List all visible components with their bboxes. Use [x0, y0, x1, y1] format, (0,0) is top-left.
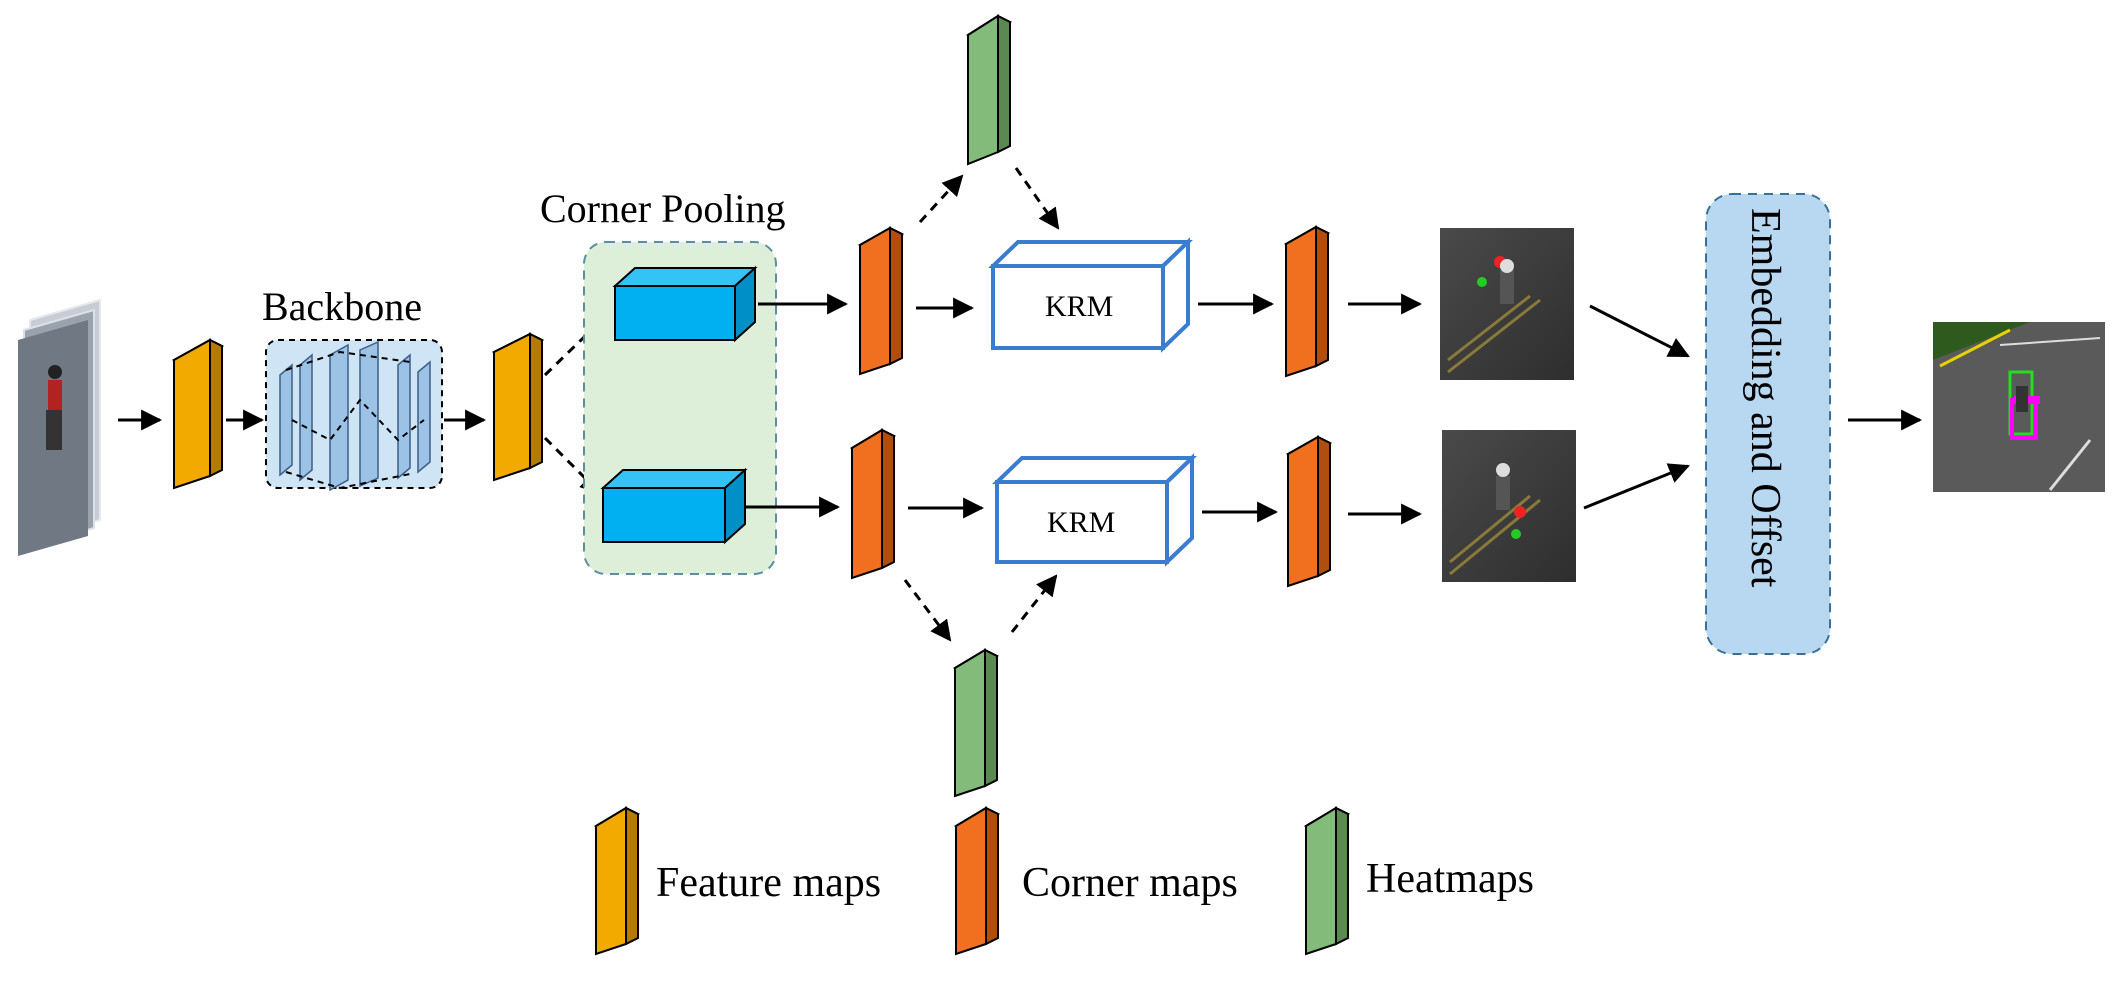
legend: Feature maps Corner maps Heatmaps [593, 806, 1534, 956]
corner-map-top [857, 226, 905, 376]
corner-map-top-2 [1283, 225, 1331, 378]
legend-swatch-heatmaps [1303, 806, 1351, 956]
corner-pooling-label: Corner Pooling [540, 186, 786, 231]
krm-top-label: KRM [1045, 290, 1113, 323]
output-image [1933, 322, 2105, 492]
backbone-block [265, 339, 443, 492]
corner-map-bottom-2 [1285, 435, 1333, 588]
legend-label-corner-maps: Corner maps [1022, 860, 1238, 906]
legend-label-feature-maps: Feature maps [656, 860, 881, 906]
corner-pooling-region [583, 241, 777, 575]
heatmap-bottom [952, 648, 1000, 798]
legend-swatch-feature-maps [593, 806, 641, 956]
input-image [18, 298, 101, 556]
embedding-offset-block [1705, 193, 1831, 655]
embedding-offset-label: Embedding and Offset [1742, 208, 1788, 588]
legend-label-heatmaps: Heatmaps [1366, 856, 1534, 902]
detection-thumbnail-top [1440, 228, 1574, 380]
feature-map-2 [491, 332, 545, 482]
detection-thumbnail-bottom [1442, 430, 1576, 582]
krm-bottom-label: KRM [1047, 506, 1115, 539]
krm-bottom [992, 453, 1197, 567]
heatmap-top [965, 14, 1013, 166]
backbone-label: Backbone [262, 284, 422, 329]
krm-top [988, 237, 1193, 353]
feature-map-1 [171, 338, 225, 490]
legend-swatch-corner-maps [953, 806, 1001, 956]
corner-map-bottom [849, 428, 897, 580]
